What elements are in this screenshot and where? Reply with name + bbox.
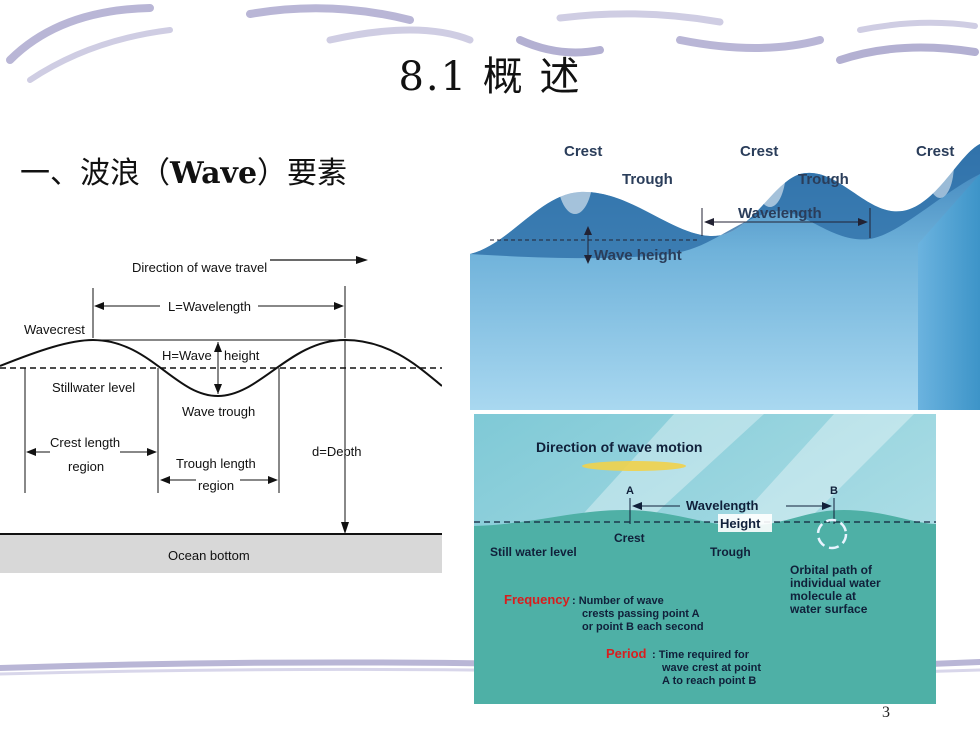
- ocean-bottom-label: Ocean bottom: [168, 548, 250, 563]
- wave-motion-diagram: Direction of wave motion A B Wavelength …: [474, 414, 936, 704]
- heading-prefix: 一、波浪（: [20, 156, 170, 191]
- crest-region-label-b: region: [68, 459, 104, 474]
- direction-label: Direction of wave travel: [132, 260, 267, 275]
- height-label-a: H=Wave: [162, 348, 212, 363]
- wavelength-label-motion: Wavelength: [686, 498, 759, 513]
- orbital-line-4: water surface: [789, 602, 868, 616]
- orbital-line-1: Orbital path of: [790, 563, 873, 577]
- frequency-line-2: crests passing point A: [582, 608, 700, 620]
- trough-label-1: Trough: [622, 171, 673, 188]
- trough-label: Wave trough: [182, 404, 255, 419]
- frequency-term: Frequency: [504, 592, 571, 607]
- wavelength-label-3d: Wavelength: [738, 205, 822, 222]
- wavecrest-label: Wavecrest: [24, 322, 85, 337]
- decorative-swooshes: [6, 4, 979, 83]
- crest-label-1: Crest: [564, 143, 602, 160]
- heading-suffix: ）要素: [257, 156, 348, 191]
- period-line-3: A to reach point B: [662, 675, 756, 687]
- point-a-label: A: [626, 485, 634, 497]
- crest-label-2: Crest: [740, 143, 778, 160]
- section-heading: 一、波浪（Wave）要素: [20, 148, 347, 192]
- slide-title: 8.1 概 述: [398, 54, 582, 100]
- crest-label-3: Crest: [916, 143, 954, 160]
- trough-label-motion: Trough: [710, 545, 751, 559]
- orbital-line-3: molecule at: [790, 589, 856, 603]
- still-level-label: Still water level: [490, 545, 577, 559]
- height-label-b: height: [224, 348, 260, 363]
- wavelength-label: L=Wavelength: [168, 299, 251, 314]
- crest-region-label-a: Crest length: [50, 435, 120, 450]
- period-line-1: : Time required for: [652, 649, 750, 661]
- page-number: 3: [882, 704, 890, 721]
- trough-region-label-b: region: [198, 478, 234, 493]
- period-line-2: wave crest at point: [661, 662, 761, 674]
- wave-height-label-3d: Wave height: [594, 247, 682, 264]
- height-label-motion: Height: [720, 516, 761, 531]
- trough-label-2: Trough: [798, 171, 849, 188]
- wave-3d-illustration: Crest Crest Crest Trough Trough Waveleng…: [470, 114, 980, 410]
- wave-elements-diagram: Direction of wave travel L=Wavelength Wa…: [0, 238, 442, 584]
- frequency-line-1: : Number of wave: [572, 595, 664, 607]
- point-b-label: B: [830, 485, 838, 497]
- heading-wave: Wave: [170, 156, 258, 191]
- trough-region-label-a: Trough length: [176, 456, 256, 471]
- orbital-line-2: individual water: [790, 576, 881, 590]
- crest-label-motion: Crest: [614, 531, 645, 545]
- depth-label: d=Depth: [312, 444, 362, 459]
- motion-direction-label: Direction of wave motion: [536, 439, 702, 455]
- stillwater-label: Stillwater level: [52, 380, 135, 395]
- period-term: Period: [606, 646, 647, 661]
- frequency-line-3: or point B each second: [582, 621, 704, 633]
